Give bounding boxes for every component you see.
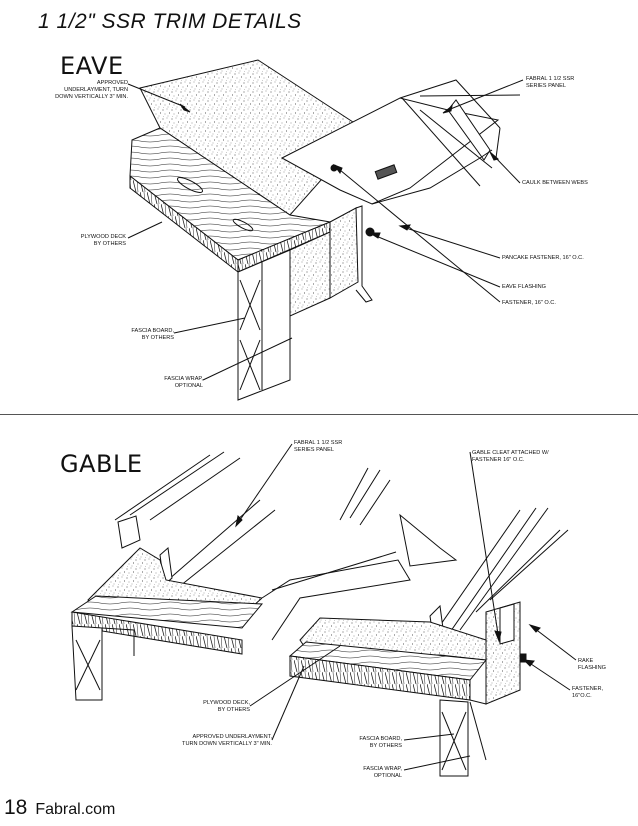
eave-callout-plywood: PLYWOOD DECK BY OTHERS	[80, 234, 126, 247]
eave-section-title: EAVE	[60, 52, 124, 80]
eave-callout-panel: FABRAL 1 1/2 SSR SERIES PANEL	[526, 76, 575, 89]
footer-site: Fabral.com	[35, 801, 116, 818]
gable-callout-underlayment: APPROVED UNDERLAYMENT, TURN DOWN VERTICA…	[182, 734, 272, 747]
page-footer: 18 Fabral.com	[4, 796, 115, 820]
gable-callout-panel: FABRAL 1 1/2 SSR SERIES PANEL	[294, 440, 343, 453]
eave-ssr-panel	[280, 97, 500, 205]
gable-left-ssr-panel	[117, 515, 141, 549]
gable-callout-rake-flashing: RAKE FLASHING	[578, 658, 606, 671]
page-title: 1 1/2" SSR TRIM DETAILS	[38, 10, 302, 33]
eave-drawing	[127, 59, 524, 401]
gable-callout-fastener: FASTENER, 16"O.C.	[572, 686, 604, 699]
eave-fascia-board	[237, 249, 291, 401]
eave-callout-caulk: CAULK BETWEEN WEBS	[522, 180, 588, 186]
eave-callout-fascia-board: FASCIA BOARD, BY OTHERS	[131, 328, 174, 341]
eave-flashing-face	[329, 207, 359, 299]
eave-callout-pancake-fastener: PANCAKE FASTENER, 16" O.C.	[502, 255, 584, 261]
gable-callout-plywood: PLYWOOD DECK, BY OTHERS	[203, 700, 250, 713]
gable-callout-cleat: GABLE CLEAT ATTACHED W/ FASTENER 16" O.C…	[472, 450, 549, 463]
section-divider	[0, 414, 638, 415]
eave-callout-fascia-wrap: FASCIA WRAP, OPTIONAL	[164, 376, 203, 389]
gable-callout-fascia-board: FASCIA BOARD, BY OTHERS	[359, 736, 402, 749]
eave-callout-underlayment: APPROVED UNDERLAYMENT, TURN DOWN VERTICA…	[55, 80, 128, 100]
page-number: 18	[4, 796, 28, 819]
gable-section-title: GABLE	[60, 450, 143, 478]
gable-callout-fascia-wrap: FASCIA WRAP, OPTIONAL	[363, 766, 402, 779]
gable-drawing	[70, 443, 577, 777]
eave-callout-fastener: FASTENER, 16" O.C.	[502, 300, 556, 306]
eave-callout-eave-flashing: EAVE FLASHING	[502, 284, 547, 290]
